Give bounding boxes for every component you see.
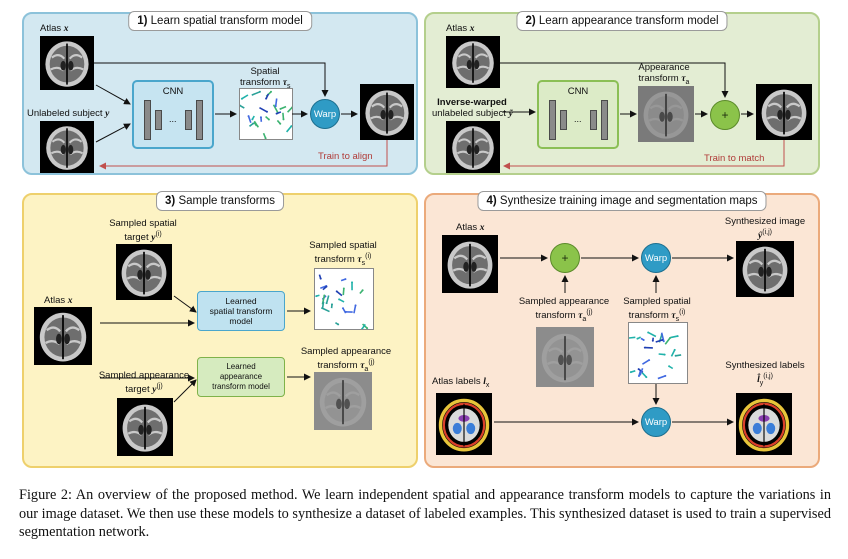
atlas-labels-label: Atlas labels lx: [432, 376, 490, 389]
add-node: +: [550, 243, 580, 273]
panel-title: 1) Learn spatial transform model: [128, 11, 312, 31]
warp-node-image: Warp: [641, 243, 671, 273]
atlas-label: Atlas x: [446, 23, 475, 34]
inverse-warped-image: [446, 121, 500, 173]
atlas-label: Atlas x: [456, 222, 485, 233]
warped-output-image: [360, 84, 414, 140]
synthesized-labels-image: [736, 393, 792, 455]
atlas-image: [442, 235, 498, 293]
atlas-label: Atlas x: [44, 295, 73, 306]
output-image: [756, 84, 812, 140]
cnn-block: CNN ...: [132, 80, 214, 149]
atlas-label: Atlas x: [40, 23, 69, 34]
panel-title: 3) Sample transforms: [156, 191, 284, 211]
spatial-transform-field: [238, 88, 294, 140]
atlas-image: [34, 307, 92, 365]
unlabeled-subject-image: [40, 121, 94, 173]
cnn-dots: ...: [574, 114, 582, 124]
sampled-appearance-image: [314, 372, 372, 430]
train-to-match-label: Train to match: [704, 153, 765, 164]
train-to-align-label: Train to align: [318, 151, 373, 162]
atlas-labels-image: [436, 393, 492, 455]
panel-title: 4) Synthesize training image and segment…: [477, 191, 767, 211]
appearance-transform-image: [638, 86, 694, 142]
cnn-dots: ...: [169, 114, 177, 124]
warp-node: Warp: [310, 99, 340, 129]
synthesized-image: [736, 241, 794, 297]
unlabeled-subject-label: Unlabeled subject y: [27, 108, 110, 119]
cnn-label: CNN: [162, 86, 184, 97]
cnn-block: CNN ...: [537, 80, 619, 149]
cnn-label: CNN: [567, 86, 589, 97]
sampled-appearance-target-image: [117, 398, 173, 456]
sampled-spatial-field: [314, 268, 374, 331]
sampled-spatial-field: [626, 322, 688, 384]
atlas-image: [446, 36, 500, 88]
panel-title: 2) Learn appearance transform model: [516, 11, 728, 31]
atlas-image: [40, 36, 94, 90]
add-node: +: [710, 100, 740, 130]
sampled-appearance-image: [536, 327, 594, 387]
warp-node-labels: Warp: [641, 407, 671, 437]
sampled-spatial-target-image: [116, 244, 172, 300]
figure-caption: Figure 2: An overview of the proposed me…: [19, 487, 831, 540]
